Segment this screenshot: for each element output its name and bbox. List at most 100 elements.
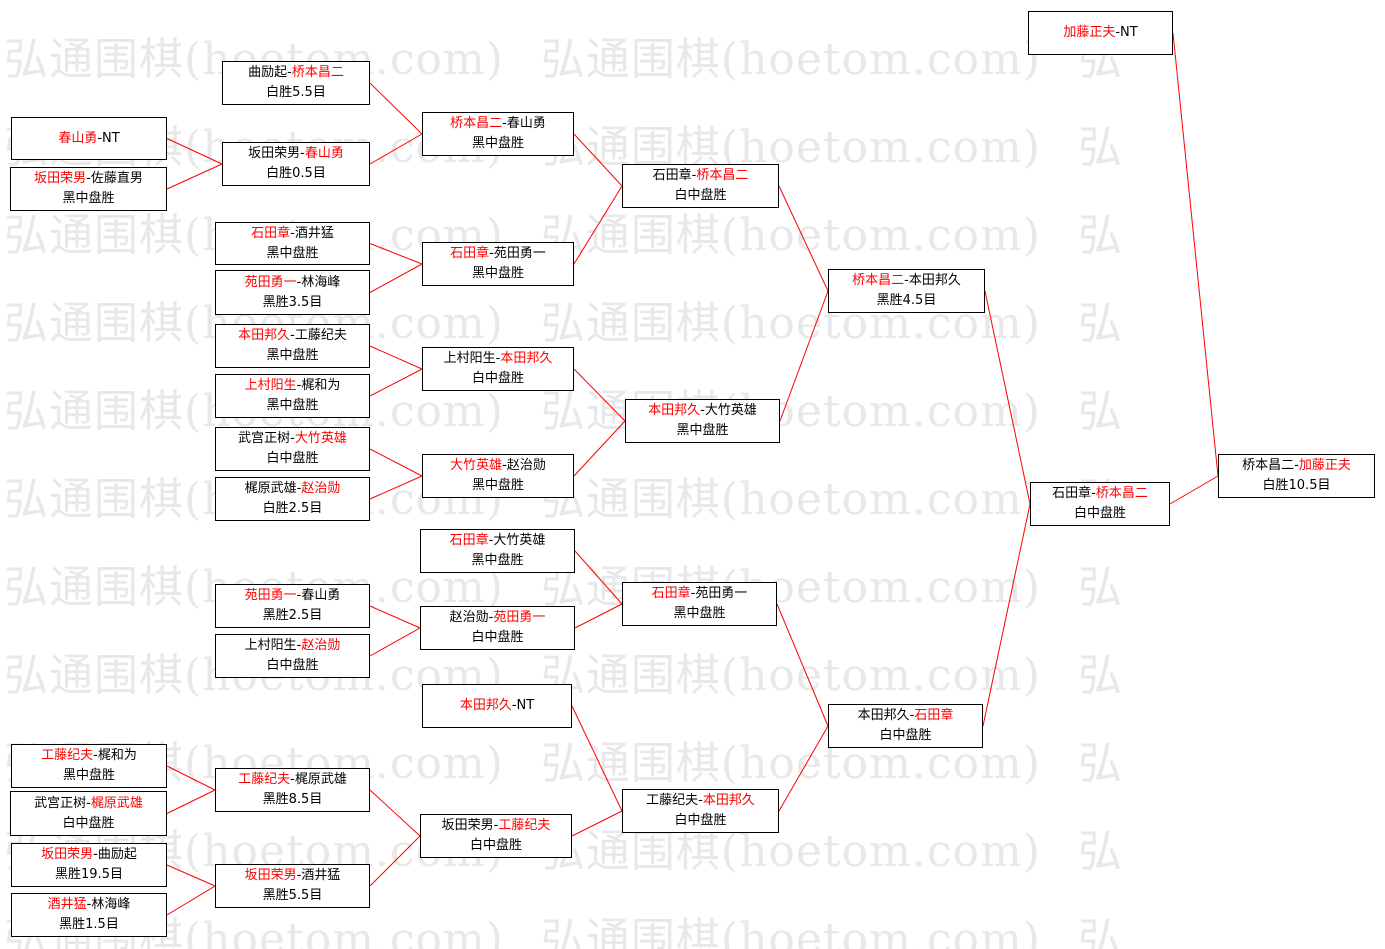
player-name-text: -本田邦久 (904, 273, 961, 288)
match-box: 上村阳生-梶和为黑中盘胜 (215, 374, 370, 418)
advancing-player-name: 本田邦久 (238, 328, 291, 343)
advancing-player-name: 春山勇 (58, 130, 98, 146)
match-box: 坂田荣男-酒井猛黑胜5.5目 (215, 864, 370, 908)
match-players: 上村阳生-梶和为 (245, 376, 341, 396)
match-box: 赵治勋-苑田勇一白中盘胜 (420, 606, 575, 650)
match-result: 黑中盘胜 (62, 191, 115, 206)
match-box: 坂田荣男-曲励起黑胜19.5目 (11, 843, 167, 887)
player-name-text: -工藤纪夫 (290, 328, 347, 343)
match-players: 坂田荣男-工藤纪夫 (442, 816, 551, 836)
match-players: 坂田荣男-酒井猛 (245, 866, 341, 886)
player-name-text: -NT (97, 130, 120, 146)
match-result: 白胜2.5目 (262, 501, 323, 516)
player-name-text: 上村阳生- (443, 351, 501, 366)
match-result: 黑中盘胜 (471, 478, 524, 493)
match-players: 本田邦久-石田章 (858, 706, 954, 726)
match-players: 工藤纪夫-本田邦久 (646, 791, 755, 811)
match-box: 本田邦久-大竹英雄黑中盘胜 (625, 399, 780, 443)
match-players: 本田邦久-工藤纪夫 (238, 326, 347, 346)
match-result: 白中盘胜 (62, 815, 115, 831)
match-result: 黑中盘胜 (676, 423, 729, 438)
match-result: 白中盘胜 (674, 188, 727, 203)
match-box: 春山勇-NT (11, 117, 167, 160)
player-name-text: -梶和为 (93, 748, 137, 763)
match-box: 工藤纪夫-梶和为黑中盘胜 (11, 744, 167, 788)
match-players: 桥本昌二-加藤正夫 (1242, 456, 1351, 476)
match-players: 坂田荣男-佐藤直男 (34, 169, 143, 189)
advancing-player-name: 酒井猛 (47, 897, 87, 912)
player-name-text: 石田章- (652, 168, 697, 183)
player-name-text: -NT (1115, 25, 1138, 40)
match-result: 黑胜19.5目 (55, 867, 123, 882)
match-players: 坂田荣男-曲励起 (41, 845, 137, 865)
match-result: 白中盘胜 (879, 728, 932, 743)
player-name-text: -大竹英雄 (488, 533, 546, 548)
match-players: 大竹英雄-赵治勋 (450, 456, 546, 476)
player-name-text: 工藤纪夫- (646, 793, 703, 808)
match-box: 酒井猛-林海峰黑胜1.5目 (11, 893, 167, 937)
match-players: 上村阳生-本田邦久 (444, 349, 553, 369)
advancing-player-name: 大竹英雄 (294, 431, 347, 446)
match-players: 石田章-苑田勇一 (652, 584, 748, 604)
match-players: 曲励起-桥本昌二 (248, 63, 344, 83)
match-result: 黑中盘胜 (266, 398, 319, 413)
advancing-player-name: 苑田勇一 (244, 588, 297, 603)
advancing-player-name: 本田邦久 (500, 351, 553, 366)
match-box: 桥本昌二-本田邦久黑胜4.5目 (828, 269, 985, 313)
player-name-text: -酒井猛 (296, 868, 341, 883)
match-box: 石田章-大竹英雄黑中盘胜 (420, 529, 575, 573)
match-players: 苑田勇一-春山勇 (245, 586, 341, 606)
player-name-text: -大竹英雄 (700, 403, 757, 418)
match-result: 白中盘胜 (674, 813, 727, 828)
match-players: 石田章-桥本昌二 (653, 166, 749, 186)
player-name-text: -梶和为 (296, 378, 341, 393)
advancing-player-name: 苑田勇一 (493, 610, 546, 625)
player-name-text: 武宫正树- (238, 431, 295, 446)
advancing-player-name: 苑田勇一 (244, 274, 297, 290)
advancing-player-name: 桥本昌二 (1095, 486, 1148, 501)
watermark-text: 弘通围棋(hoetom.com) 弘通围棋(hoetom.com) 弘 (4, 34, 1123, 85)
match-players: 酒井猛-林海峰 (48, 895, 131, 915)
advancing-player-name: 本田邦久 (648, 403, 701, 418)
advancing-player-name: 春山勇 (304, 146, 344, 161)
match-players: 本田邦久-大竹英雄 (648, 401, 757, 421)
advancing-player-name: 本田邦久 (459, 698, 512, 713)
advancing-player-name: 石田章 (449, 533, 489, 548)
advancing-player-name: 工藤纪夫 (498, 818, 551, 833)
advancing-player-name: 坂田荣男 (244, 868, 297, 883)
advancing-player-name: 赵治勋 (301, 481, 341, 496)
match-result: 黑中盘胜 (471, 553, 524, 568)
match-result: 黑胜3.5目 (262, 294, 323, 310)
player-name-text: -梶原武雄 (290, 772, 347, 787)
advancing-player-name: 大竹英雄 (450, 458, 503, 473)
match-players: 坂田荣男-春山勇 (248, 144, 344, 164)
match-box: 本田邦久-NT (422, 684, 572, 728)
advancing-player-name: 石田章 (450, 246, 490, 261)
advancing-player-name: 桥本昌二 (450, 116, 503, 131)
advancing-player-name: 工藤纪夫 (238, 772, 291, 787)
match-players: 本田邦久-NT (460, 696, 534, 716)
player-name-text: -赵治勋 (502, 458, 546, 473)
advancing-player-name: 上村阳生 (244, 378, 297, 393)
advancing-player-name: 梶原武雄 (90, 795, 143, 811)
player-name-text: 本田邦久- (857, 708, 915, 723)
player-name-text: 石田章- (1052, 486, 1096, 501)
match-box: 苑田勇一-林海峰黑胜3.5目 (215, 270, 370, 315)
match-players: 桥本昌二-春山勇 (450, 114, 546, 134)
player-name-text: 武宫正树- (34, 795, 91, 811)
match-result: 白中盘胜 (469, 838, 522, 853)
match-box: 本田邦久-石田章白中盘胜 (828, 704, 983, 748)
match-players: 赵治勋-苑田勇一 (450, 608, 546, 628)
player-name-text: 坂田荣男- (248, 146, 305, 161)
match-box: 坂田荣男-春山勇白胜0.5目 (222, 142, 370, 186)
player-name-text: -苑田勇一 (690, 586, 748, 601)
player-name-text: 梶原武雄- (244, 481, 302, 496)
match-players: 石田章-苑田勇一 (450, 244, 546, 264)
advancing-player-name: 桥本昌二 (291, 65, 344, 80)
match-box: 石田章-苑田勇一黑中盘胜 (422, 242, 574, 286)
match-box: 坂田荣男-佐藤直男黑中盘胜 (10, 167, 167, 211)
match-box: 工藤纪夫-本田邦久白中盘胜 (622, 789, 779, 833)
match-players: 桥本昌二-本田邦久 (852, 271, 961, 291)
match-result: 白中盘胜 (1073, 506, 1126, 521)
match-box: 曲励起-桥本昌二白胜5.5目 (222, 61, 370, 105)
